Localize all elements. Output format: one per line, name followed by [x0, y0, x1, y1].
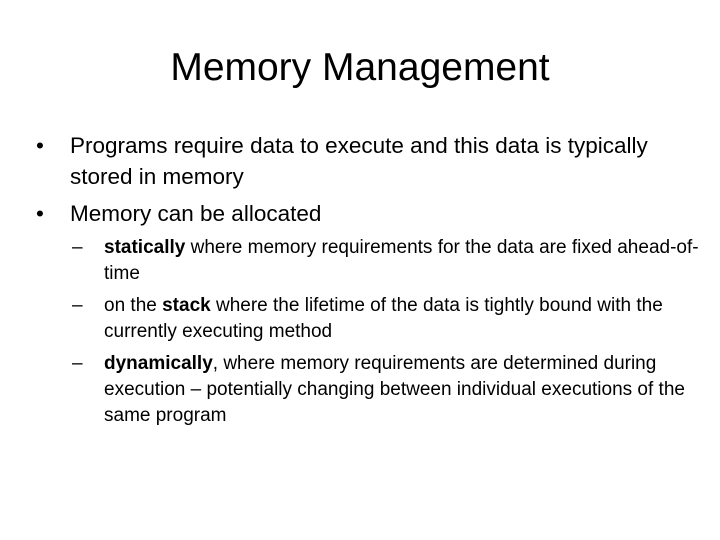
slide-content: • Programs require data to execute and t… — [36, 130, 699, 435]
bullet-text: Memory can be allocated — [70, 201, 322, 226]
sub-bullet-marker: – — [72, 295, 83, 316]
sub-bullet-marker: – — [72, 353, 83, 374]
sub-bullet-item: – dynamically, where memory requirements… — [72, 351, 714, 429]
sub-bullet-item: – on the stack where the lifetime of the… — [72, 293, 714, 345]
bullet-text: Programs require data to execute and thi… — [70, 133, 648, 189]
bullet-marker: • — [36, 133, 44, 158]
sub-bullet-list: – statically where memory requirements f… — [72, 235, 699, 429]
sub-bullet-emphasis: stack — [162, 295, 211, 316]
sub-bullet-marker: – — [72, 237, 83, 258]
bullet-item: • Programs require data to execute and t… — [36, 130, 686, 192]
sub-bullet-text: , where memory requirements are determin… — [104, 353, 685, 426]
sub-bullet-text: where the lifetime of the data is tightl… — [104, 295, 663, 342]
sub-bullet-text: where memory requirements for the data a… — [104, 237, 699, 284]
sub-bullet-emphasis: statically — [104, 237, 186, 258]
slide-title: Memory Management — [170, 46, 550, 89]
bullet-item: • Memory can be allocated — [36, 198, 686, 229]
sub-bullet-emphasis: dynamically — [104, 353, 213, 374]
sub-bullet-prefix: on the — [104, 295, 163, 316]
bullet-marker: • — [36, 201, 44, 226]
sub-bullet-item: – statically where memory requirements f… — [72, 235, 714, 287]
